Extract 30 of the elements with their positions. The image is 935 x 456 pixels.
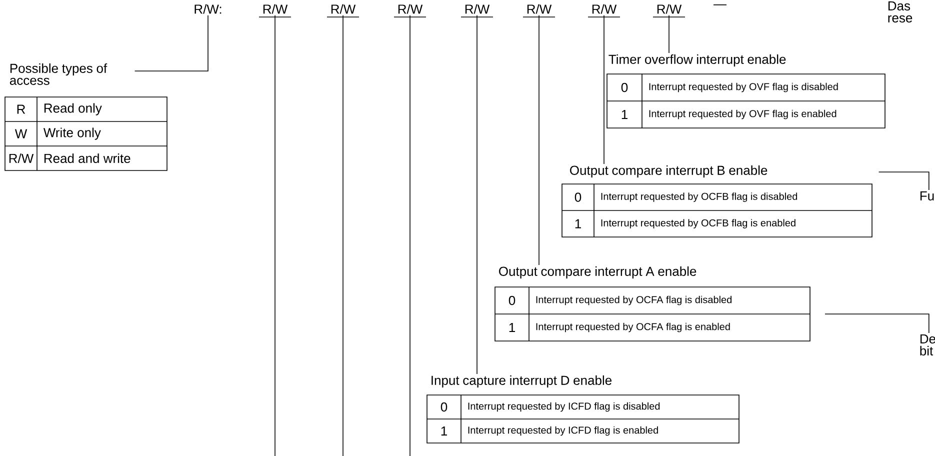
access-label: R/W — [588, 4, 620, 18]
node-label: Output compare interrupt A enable — [499, 266, 696, 279]
leader-line — [668, 15, 670, 54]
node-label: Output compare interrupt B enable — [570, 165, 768, 178]
leader-line — [824, 314, 930, 334]
leader-line — [274, 15, 276, 456]
access-label: R/W — [394, 4, 426, 18]
reserved-dash: — — [714, 4, 726, 6]
access-label: R/W: — [194, 4, 222, 14]
bit-table: Timer overflow interrupt enable 0 Interrupt requested by OVF flag is disabled 1 Interrupt requested by OVF flag is enabled — [606, 54, 886, 128]
cut-off-text: Fu — [920, 191, 934, 200]
node-label: Possible types of access — [10, 63, 108, 85]
leader-line — [878, 172, 930, 190]
leader-line — [538, 15, 540, 266]
leader-line — [476, 15, 478, 374]
access-label: R/W — [460, 4, 494, 18]
node-label: Input capture interrupt D enable — [432, 375, 612, 388]
access-label: R/W — [652, 4, 686, 18]
cut-off-text: De bit — [920, 334, 935, 356]
bit-table: Output compare interrupt B enable 0 Interrupt requested by OCFB flag is disabled 1 Interrupt requested by OCFB flag is enabled — [562, 165, 872, 238]
access-label: R/W — [258, 4, 292, 18]
bit-table: Possible types of access R Read only W Write only R/W Read and write — [4, 63, 168, 171]
bit-table: Output compare interrupt A enable 0 Interrupt requested by OCFA flag is disabled 1 Interrupt requested by OCFA flag is enabled — [494, 266, 810, 342]
access-label: R/W — [522, 4, 556, 18]
leader-line — [342, 15, 344, 456]
node-label: Timer overflow interrupt enable — [608, 54, 786, 67]
cut-off-text: Das rese — [888, 1, 912, 22]
leader-line — [134, 15, 208, 72]
bit-table: Input capture interrupt D enable 0 Interrupt requested by ICFD flag is disabled 1 Interrupt requested by ICFD flag is enabled — [426, 375, 740, 444]
access-label: R/W — [326, 4, 360, 18]
